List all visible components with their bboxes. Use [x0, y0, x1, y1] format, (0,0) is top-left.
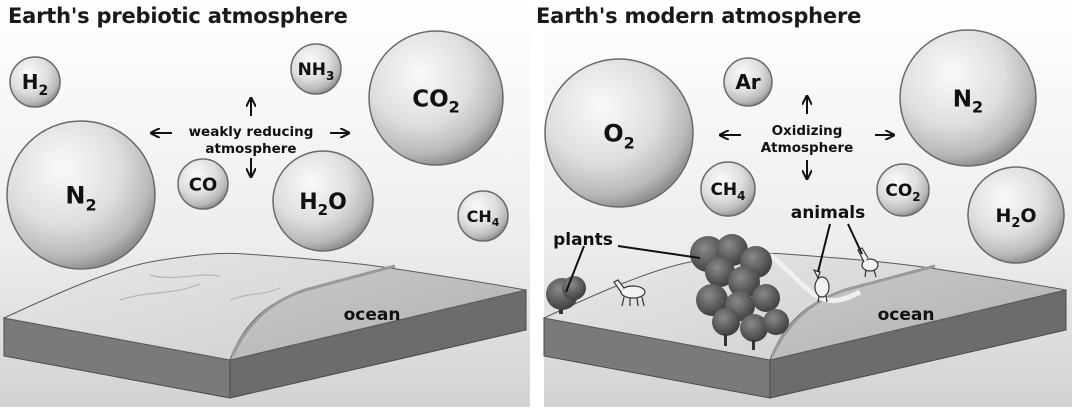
- atmosphere-type-line2: Atmosphere: [761, 140, 854, 156]
- molecule-sphere-icon: [899, 29, 1037, 167]
- plants-group: [546, 234, 789, 350]
- goat-icon: [812, 268, 830, 303]
- deer-icon: [613, 279, 646, 307]
- co2-molecule-bubble: CO2: [368, 30, 504, 166]
- molecule-sphere-icon: [368, 30, 504, 166]
- o2-molecule-bubble: O2: [544, 58, 694, 208]
- reducing-arrows: [151, 98, 349, 177]
- molecule-formula: NH3: [298, 60, 335, 83]
- n2-molecule-bubble: N2: [899, 29, 1037, 167]
- molecule-sphere-icon: [723, 57, 773, 107]
- molecule-sphere-icon: [9, 56, 61, 108]
- terrain-block: [2, 252, 527, 399]
- oxidizing-arrows: [720, 96, 894, 179]
- molecule-formula: H2O: [995, 205, 1036, 231]
- molecule-formula: H2: [22, 70, 49, 99]
- molecule-sphere-icon: [544, 58, 694, 208]
- animals-pointer-line: [847, 223, 863, 255]
- ocean-label: ocean: [878, 305, 935, 325]
- atmosphere-type-line1: Oxidizing: [772, 123, 843, 139]
- co-molecule-bubble: CO: [177, 158, 229, 210]
- nh3-molecule-bubble: NH3: [290, 43, 342, 95]
- ch4-molecule-bubble: CH4: [700, 161, 756, 217]
- molecule-sphere-icon: [290, 43, 342, 95]
- molecule-sphere-icon: [967, 166, 1065, 264]
- co2-molecule-bubble: CO2: [876, 163, 930, 217]
- atmosphere-type-line1: weakly reducing: [189, 124, 314, 140]
- ocean-label: ocean: [344, 305, 401, 325]
- h2-molecule-bubble: H2: [9, 56, 61, 108]
- n2-molecule-bubble: N2: [6, 120, 156, 270]
- molecule-sphere-icon: [876, 163, 930, 217]
- molecule-sphere-icon: [272, 150, 374, 252]
- molecule-formula: Ar: [735, 70, 760, 94]
- tree-icon: [546, 276, 586, 314]
- plants-label: plants: [553, 230, 613, 250]
- prebiotic-panel-title: Earth's prebiotic atmosphere: [8, 4, 348, 28]
- molecule-sphere-icon: [6, 120, 156, 270]
- molecule-formula: H2O: [299, 190, 347, 219]
- panel-divider: [530, 0, 544, 407]
- ch4-molecule-bubble: CH4: [457, 190, 509, 242]
- plants-pointer-line: [565, 245, 585, 293]
- atmosphere-type-line2: atmosphere: [205, 141, 296, 157]
- molecule-formula: N2: [953, 86, 983, 116]
- molecule-formula: N2: [65, 182, 96, 215]
- h2o-molecule-bubble: H2O: [967, 166, 1065, 264]
- molecule-formula: CO: [189, 174, 218, 195]
- molecule-formula: CO2: [412, 86, 460, 116]
- tree-cluster-icon: [690, 234, 789, 350]
- animals-label: animals: [791, 203, 866, 223]
- label-pointers: [565, 223, 863, 293]
- animals-pointer-line: [817, 223, 831, 273]
- molecule-formula: CO2: [885, 181, 920, 204]
- molecule-sphere-icon: [177, 158, 229, 210]
- modern-panel-title: Earth's modern atmosphere: [536, 4, 862, 28]
- molecule-formula: CH4: [710, 180, 745, 203]
- plants-pointer-line: [617, 245, 701, 259]
- molecule-sphere-icon: [457, 190, 509, 242]
- ar-molecule-bubble: Ar: [723, 57, 773, 107]
- molecule-formula: O2: [603, 120, 635, 153]
- molecule-sphere-icon: [700, 161, 756, 217]
- terrain-block: [542, 252, 1067, 399]
- h2o-molecule-bubble: H2O: [272, 150, 374, 252]
- molecule-formula: CH4: [467, 207, 500, 229]
